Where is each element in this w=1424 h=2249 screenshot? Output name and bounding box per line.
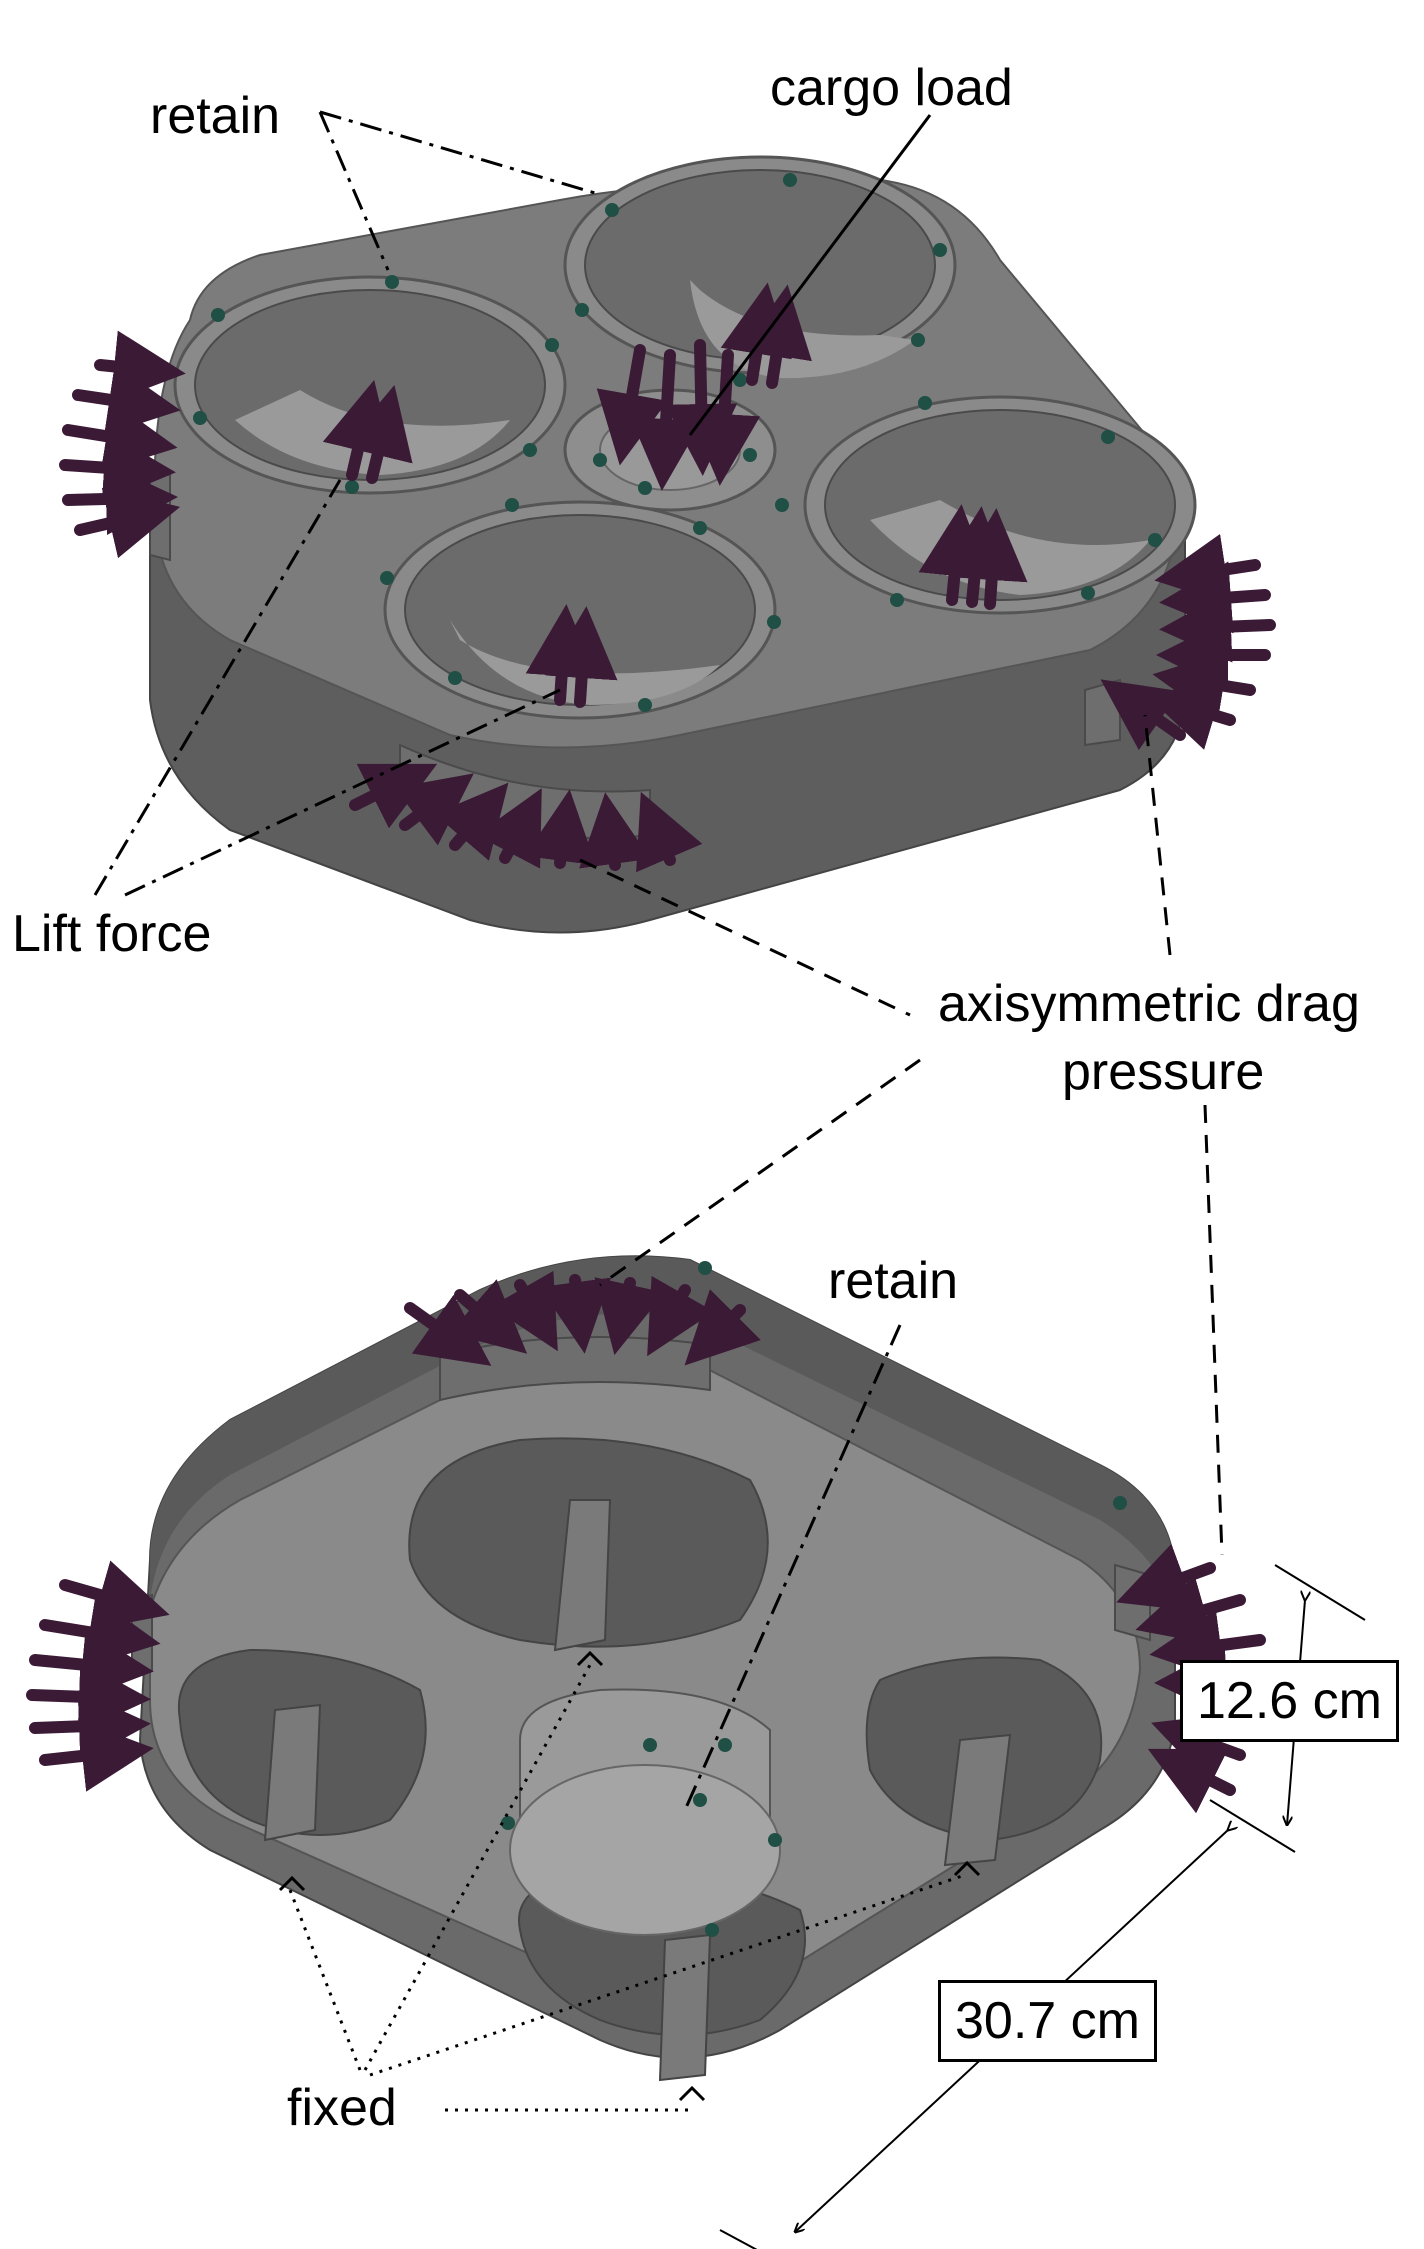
top-well-right (803, 395, 1197, 615)
dimension-width-label: 30.7 cm (938, 1980, 1157, 2062)
bottom-part-rim (150, 1256, 1175, 1620)
top-right-notch (1084, 678, 1121, 747)
bottom-rib-back (553, 1499, 612, 1652)
top-arrows (59, 282, 1276, 873)
label-drag-line1: axisymmetric drag (938, 975, 1360, 1033)
label-drag-line2: pressure (1062, 1043, 1265, 1101)
bottom-part (131, 1255, 1176, 2082)
bottom-arrows (26, 1270, 1271, 1814)
top-part (149, 155, 1197, 934)
top-left-notch (149, 468, 171, 562)
label-retain-bottom: retain (828, 1252, 959, 1310)
bottom-rib-front (658, 1933, 712, 2082)
top-well-left (173, 275, 567, 495)
bottom-rib-left (263, 1703, 322, 1842)
label-fixed: fixed (287, 2079, 397, 2137)
dimension-height-label: 12.6 cm (1180, 1660, 1399, 1742)
label-retain-top: retain (150, 87, 281, 145)
bottom-right-notch (1114, 1563, 1151, 1642)
bottom-retain-nodes (501, 1261, 1127, 1937)
label-lift-force: Lift force (12, 905, 212, 963)
leader-lines (93, 110, 1224, 2112)
label-cargo-load: cargo load (770, 59, 1013, 117)
bottom-center-cylinder-base (509, 1764, 781, 1936)
